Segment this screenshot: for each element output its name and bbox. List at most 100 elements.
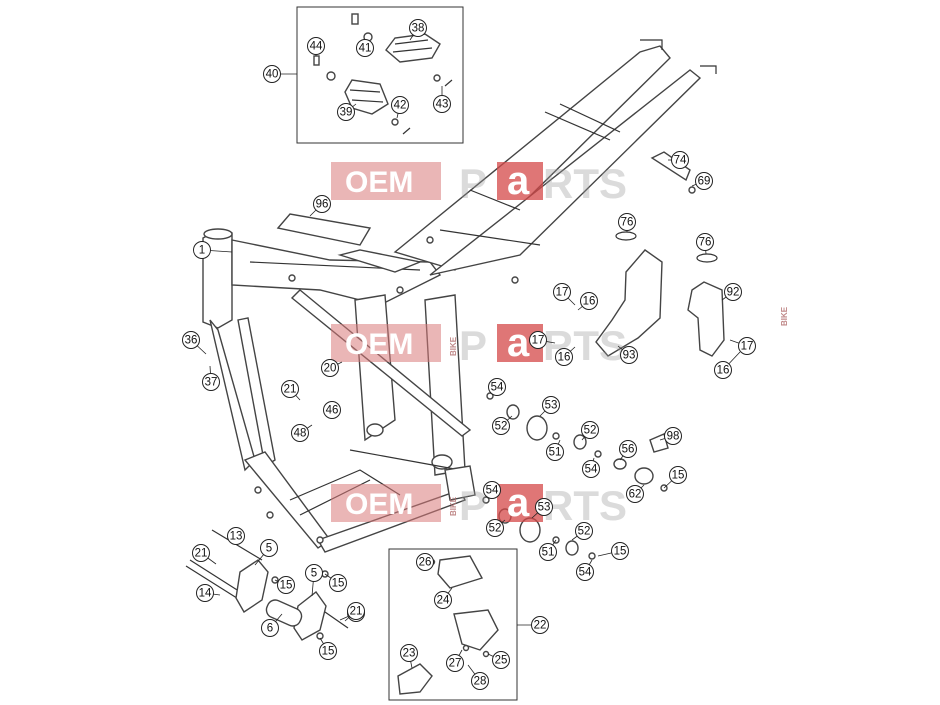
frame-drawing	[202, 39, 717, 553]
callout-circle	[575, 522, 593, 540]
callout-circle	[281, 380, 299, 398]
callout-circle	[192, 544, 210, 562]
callout-number: 13	[230, 531, 243, 543]
chain-guide-parts	[397, 555, 499, 695]
callout-circle	[202, 373, 220, 391]
callout-54: 54	[582, 457, 600, 478]
callout-circle	[471, 672, 489, 690]
callout-number: 39	[340, 107, 353, 119]
callout-circle	[329, 574, 347, 592]
callout-circle	[319, 642, 337, 660]
callout-number: 17	[532, 335, 545, 347]
svg-text:P: P	[459, 322, 487, 369]
svg-text:a: a	[507, 481, 530, 525]
callout-number: 25	[495, 655, 508, 667]
callout-circle	[611, 542, 629, 560]
callout-54: 54	[488, 378, 506, 396]
callout-number: 23	[403, 648, 416, 660]
callout-52: 52	[486, 519, 506, 537]
watermark-bottom: OEM P a RTS	[331, 481, 627, 529]
callout-15: 15	[324, 573, 347, 592]
callout-circle	[291, 424, 309, 442]
callout-53: 53	[531, 498, 553, 519]
callout-number: 41	[359, 43, 372, 55]
callout-43: 43	[433, 86, 451, 113]
callout-circle	[196, 584, 214, 602]
callout-number: 53	[545, 400, 558, 412]
callout-15: 15	[597, 542, 629, 560]
callout-circle	[695, 172, 713, 190]
callout-circle	[580, 292, 598, 310]
callout-circle	[227, 527, 245, 545]
callout-number: 54	[486, 485, 499, 497]
callout-number: 21	[195, 548, 208, 560]
callout-28: 28	[467, 664, 489, 690]
callout-circle	[582, 460, 600, 478]
svg-text:BIKE: BIKE	[780, 306, 789, 326]
callout-number: 16	[583, 296, 596, 308]
callout-circle	[492, 417, 510, 435]
callout-circle	[620, 346, 638, 364]
callout-number: 6	[267, 623, 273, 635]
callout-number: 15	[322, 646, 335, 658]
engine-mount-parts	[185, 529, 349, 641]
callout-16: 16	[714, 351, 741, 379]
callout-number: 51	[542, 547, 555, 559]
callout-circle	[529, 331, 547, 349]
callout-circle	[618, 213, 636, 231]
callout-41: 41	[356, 39, 374, 57]
watermark-bike-bottom: BIKE	[449, 496, 458, 516]
callout-24: 24	[434, 587, 453, 609]
callout-16: 16	[577, 292, 598, 311]
callout-93: 93	[617, 345, 638, 364]
callout-number: 53	[538, 502, 551, 514]
callout-circle	[738, 337, 756, 355]
callout-number: 52	[584, 425, 597, 437]
callout-16: 16	[555, 346, 576, 366]
svg-text:a: a	[507, 321, 530, 365]
svg-text:RTS: RTS	[543, 160, 627, 207]
callout-circle	[546, 443, 564, 461]
svg-text:RTS: RTS	[543, 482, 627, 529]
callout-circle	[581, 421, 599, 439]
callout-circle	[553, 283, 571, 301]
callout-circle	[619, 440, 637, 458]
callout-number: 21	[350, 606, 363, 618]
callout-62: 62	[626, 484, 645, 503]
callout-circle	[305, 564, 323, 582]
callout-13: 13	[227, 527, 245, 545]
callout-circle	[434, 591, 452, 609]
callout-5: 5	[305, 564, 323, 597]
callout-number: 14	[199, 588, 212, 600]
callout-circle	[542, 396, 560, 414]
footrest-parts	[313, 13, 453, 135]
callout-circle	[416, 553, 434, 571]
callout-number: 96	[316, 199, 329, 211]
callout-circle	[555, 348, 573, 366]
callout-number: 56	[622, 444, 635, 456]
callout-number: 5	[311, 568, 317, 580]
callout-circle	[277, 576, 295, 594]
callout-54: 54	[483, 481, 501, 499]
callout-44: 44	[307, 37, 325, 56]
watermark-bike-middle: BIKE	[449, 336, 458, 356]
callout-circle	[433, 95, 451, 113]
callout-circle	[182, 331, 200, 349]
callout-76: 76	[696, 233, 714, 255]
callout-circle	[492, 651, 510, 669]
callout-circle	[260, 539, 278, 557]
bearing-parts	[482, 392, 668, 560]
callout-21: 21	[281, 380, 301, 401]
callout-6: 6	[261, 613, 283, 637]
callout-27: 27	[446, 649, 464, 672]
svg-text:P: P	[459, 482, 487, 529]
callout-25: 25	[487, 651, 510, 669]
callout-number: 51	[549, 447, 562, 459]
callout-54: 54	[576, 559, 594, 581]
callout-15: 15	[663, 466, 687, 489]
callout-number: 24	[437, 595, 450, 607]
callout-15: 15	[274, 576, 295, 594]
callout-69: 69	[691, 172, 713, 190]
callout-92: 92	[721, 283, 742, 301]
